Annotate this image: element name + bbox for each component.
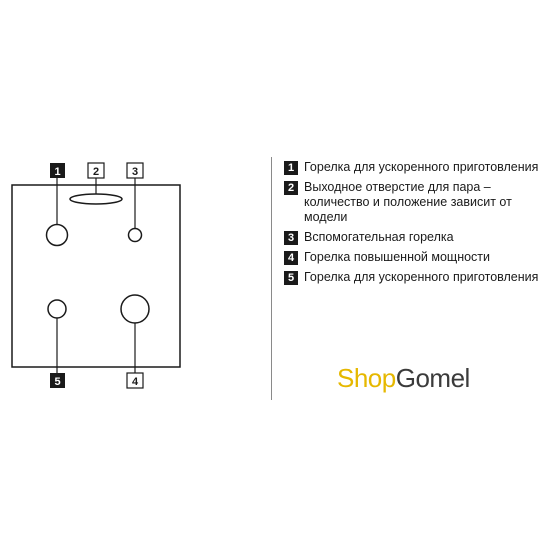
shopgomel-logo: ShopGomel <box>337 363 470 394</box>
burner-rapid-bottom-left <box>47 299 67 319</box>
marker-label-5: 5 <box>54 376 60 388</box>
steam-vent <box>69 193 123 205</box>
burner-high-power <box>120 294 150 324</box>
marker-box-3 <box>126 162 144 179</box>
legend-item-5: 5 Горелка для ускоренного приготовления <box>284 270 544 285</box>
logo-part-gomel: Gomel <box>395 363 471 393</box>
legend: 1 Горелка для ускоренного приготовления … <box>284 160 544 290</box>
legend-number-badge: 1 <box>284 161 298 175</box>
marker-label-1: 1 <box>54 166 60 178</box>
marker-box-2 <box>87 162 105 179</box>
legend-number-badge: 5 <box>284 271 298 285</box>
marker-box-4 <box>126 372 144 389</box>
burner-auxiliary <box>127 227 143 243</box>
logo-part-shop: Shop <box>337 363 396 393</box>
legend-text: Горелка повышенной мощности <box>304 250 491 264</box>
cooktop-outline <box>11 184 181 368</box>
legend-text: Вспомогательная горелка <box>304 230 454 244</box>
legend-text: Горелка для ускоренного приготовления <box>304 270 539 284</box>
legend-item-3: 3 Вспомогательная горелка <box>284 230 544 245</box>
legend-number-badge: 3 <box>284 231 298 245</box>
marker-label-4: 4 <box>132 376 139 388</box>
burner-rapid-top-left <box>45 223 69 247</box>
marker-label-2: 2 <box>93 166 99 178</box>
legend-item-2: 2 Выходное отверстие для пара – количест… <box>284 180 544 225</box>
legend-item-1: 1 Горелка для ускоренного приготовления <box>284 160 544 175</box>
legend-text: Горелка для ускоренного приготовления <box>304 160 539 174</box>
vertical-divider <box>271 157 272 400</box>
marker-label-3: 3 <box>132 166 138 178</box>
legend-text: Выходное отверстие для пара – количество… <box>304 180 512 224</box>
marker-box-5 <box>50 373 65 388</box>
legend-number-badge: 4 <box>284 251 298 265</box>
marker-box-1 <box>50 163 65 178</box>
legend-item-4: 4 Горелка повышенной мощности <box>284 250 544 265</box>
legend-number-badge: 2 <box>284 181 298 195</box>
